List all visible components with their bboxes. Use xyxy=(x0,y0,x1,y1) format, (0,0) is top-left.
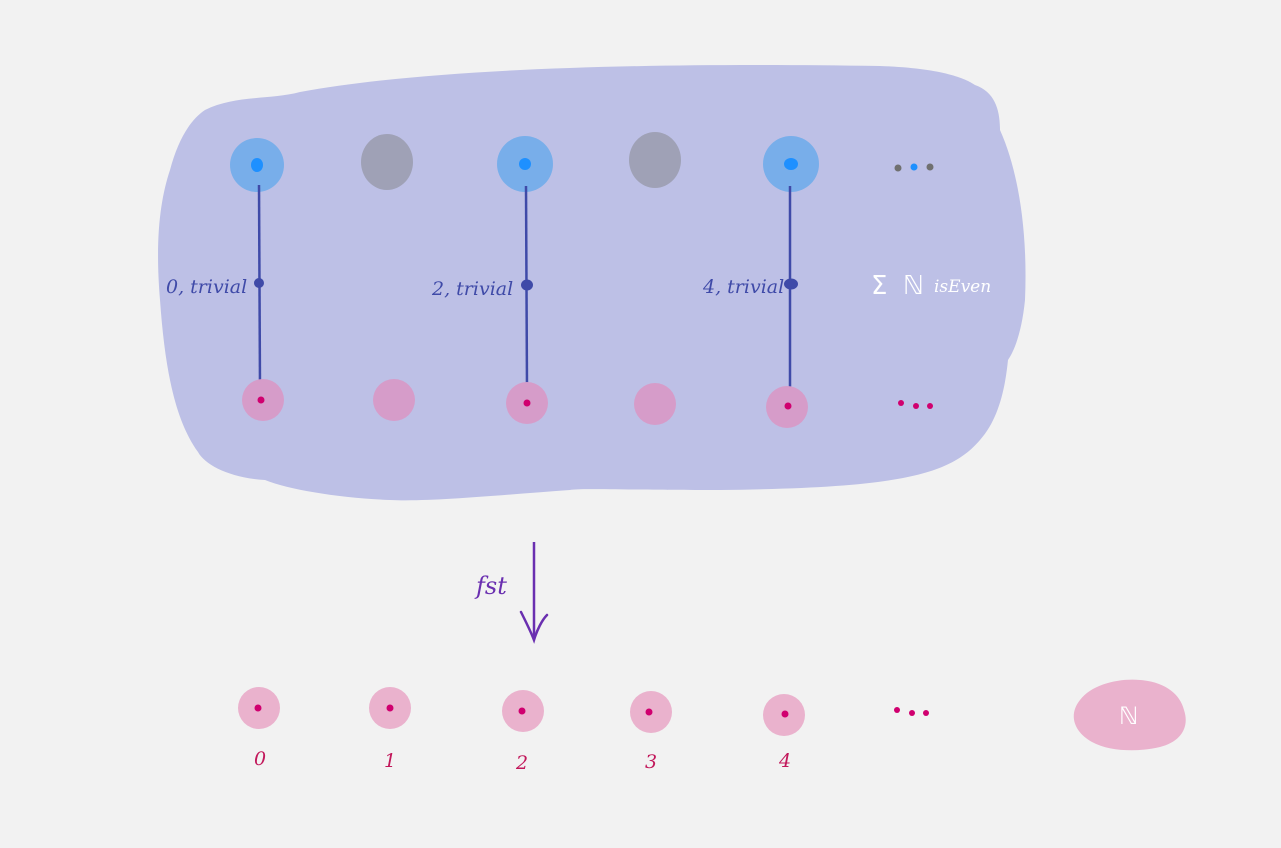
pair-label-0: 0, trivial xyxy=(166,276,247,298)
fiber-even-0-point xyxy=(251,158,263,172)
fst-arrow xyxy=(519,542,549,644)
nat-dot-1 xyxy=(386,704,394,712)
fiber-base-dot-4 xyxy=(784,402,792,410)
fiber-odd-3 xyxy=(629,132,681,188)
fiber-even-4-point xyxy=(784,158,798,170)
nat-label-2: 2 xyxy=(515,752,528,774)
pair-point-2 xyxy=(521,279,533,291)
nat-type-blob xyxy=(1073,679,1186,751)
nat-dot-0 xyxy=(254,704,262,712)
nat-label-1: 1 xyxy=(384,750,396,772)
fiber-base-point-1 xyxy=(373,379,415,421)
sigma-type-nat: ℕ xyxy=(903,271,924,301)
pair-point-0 xyxy=(254,278,264,288)
nat-label-0: 0 xyxy=(254,748,266,770)
pair-point-4 xyxy=(784,278,798,290)
nat-type-label: ℕ xyxy=(1119,702,1138,730)
sigma-type-blob xyxy=(158,65,1026,501)
base-ellipsis-upper xyxy=(898,400,933,409)
fiber-base-dot-2 xyxy=(523,399,531,407)
pair-label-2: 2, trivial xyxy=(431,278,513,300)
nat-label-4: 4 xyxy=(778,750,791,772)
fiber-base-point-3 xyxy=(634,383,676,425)
fiber-odd-1 xyxy=(361,134,413,190)
fst-label: fst xyxy=(474,572,507,600)
nat-dot-3 xyxy=(645,708,653,716)
nat-label-3: 3 xyxy=(645,751,657,773)
nat-ellipsis xyxy=(894,707,929,716)
sigma-type-label: Σ ℕ isEven xyxy=(871,271,991,301)
sigma-symbol: Σ xyxy=(871,271,887,301)
nat-dot-4 xyxy=(781,710,789,718)
sigma-predicate: isEven xyxy=(934,277,991,297)
fiber-even-2-point xyxy=(519,158,531,170)
fiber-ellipsis xyxy=(894,163,934,172)
nat-dot-2 xyxy=(518,707,526,715)
fiber-base-dot-0 xyxy=(257,396,265,404)
pair-label-4: 4, trivial xyxy=(702,276,784,298)
